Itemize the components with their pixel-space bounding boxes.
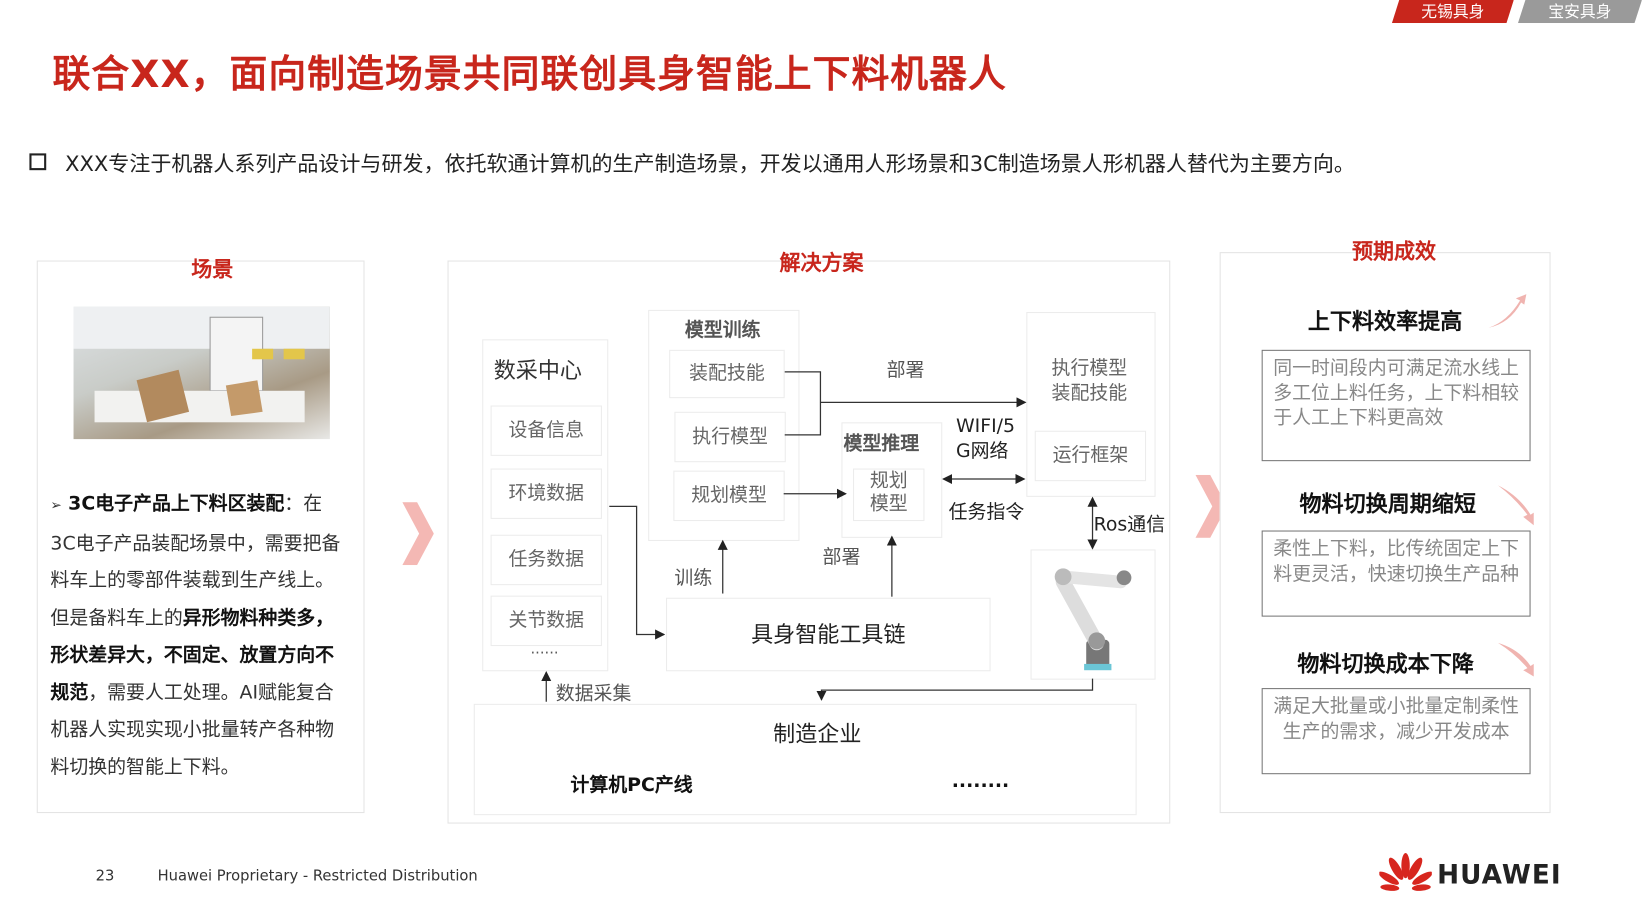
trend-down-arrow-icon xyxy=(1498,485,1534,526)
data-collect-label: 数据采集 xyxy=(555,682,632,705)
training-assembly-skill: 装配技能 xyxy=(669,349,785,399)
trend-up-arrow-icon xyxy=(1488,294,1527,328)
scene-title: 场景 xyxy=(191,256,234,282)
arrow-bullet-icon: ➢ xyxy=(50,497,62,514)
ros-label: Ros通信 xyxy=(1093,513,1166,536)
data-item-environment: 环境数据 xyxy=(490,468,602,519)
huawei-logo-icon xyxy=(1379,853,1432,891)
result-heading-cycle: 物料切换周期缩短 xyxy=(1299,491,1476,517)
trend-down-arrow-icon xyxy=(1498,642,1534,677)
robot-arm-box xyxy=(1030,549,1156,680)
network-label: WIFI/5 G网络 xyxy=(955,414,1016,463)
intro-text: XXX专注于机器人系列产品设计与研发，依托软通计算机的生产制造场景，开发以通用人… xyxy=(65,151,1355,177)
model-training-title: 模型训练 xyxy=(684,319,761,342)
square-bullet-icon xyxy=(29,153,47,171)
inference-planning-model: 规划 模型 xyxy=(853,468,925,522)
robot-arm-icon xyxy=(1054,568,1132,671)
task-command-label: 任务指令 xyxy=(948,501,1025,524)
slide-title: 联合XX，面向制造场景共同联创具身智能上下料机器人 xyxy=(52,53,1007,97)
model-inference-title: 模型推理 xyxy=(843,432,920,455)
solution-title: 解决方案 xyxy=(779,250,864,276)
page-number: 23 xyxy=(95,867,115,885)
enterprise-box xyxy=(473,703,1137,816)
result-text-efficiency: 同一时间段内可满足流水线上多工位上料任务，上下料相较于人工上下料更高效 xyxy=(1261,349,1531,462)
huawei-wordmark: HUAWEI xyxy=(1437,859,1562,890)
factory-robot-photo-icon xyxy=(73,306,330,423)
footer-notice: Huawei Proprietary - Restricted Distribu… xyxy=(157,867,478,885)
enterprise-pc-line: 计算机PC产线 xyxy=(570,774,693,797)
data-item-task: 任务数据 xyxy=(490,534,602,586)
result-text-cycle: 柔性上下料，比传统固定上下料更灵活，快速切换生产品种 xyxy=(1261,530,1531,617)
results-panel xyxy=(1219,252,1551,814)
exec-runtime: 运行框架 xyxy=(1034,430,1147,482)
result-heading-cost: 物料切换成本下降 xyxy=(1297,651,1474,677)
toolchain-box: 具身智能工具链 xyxy=(666,597,991,672)
data-center-title: 数采中心 xyxy=(493,358,582,384)
scene-desc-bold-2: 异形物料种类多，形状差异大，不固定、放置方向不规范 xyxy=(50,606,335,704)
scene-desc-text-2: ，需要人工处理。AI赋能复合机器人实现实现小批量转产各种物料切换的智能上下料。 xyxy=(50,681,335,778)
scene-description: ➢ 3C电子产品上下料区装配：在3C电子产品装配场景中，需要把备料车上的零部件装载… xyxy=(50,485,344,785)
tab-baoan[interactable]: 宝安具身 xyxy=(1517,0,1642,24)
enterprise-more: ........ xyxy=(951,770,1010,793)
result-heading-efficiency: 上下料效率提高 xyxy=(1307,308,1463,335)
chevron-right-icon xyxy=(402,502,434,566)
scene-photo xyxy=(73,306,330,440)
training-exec-model: 执行模型 xyxy=(674,411,786,463)
deploy-label-top: 部署 xyxy=(886,359,925,382)
enterprise-title: 制造企业 xyxy=(773,721,862,747)
training-planning-model: 规划模型 xyxy=(673,470,785,522)
data-item-joint: 关节数据 xyxy=(490,595,602,647)
results-title: 预期成效 xyxy=(1351,238,1437,264)
tab-wuxi[interactable]: 无锡具身 xyxy=(1391,0,1514,24)
deploy-label-bottom: 部署 xyxy=(822,546,861,569)
scene-desc-text-1: ：在3C电子产品装配场景中，需要把备料车上的零部件装载到生产线上。但是备料车上的 xyxy=(50,492,341,629)
train-label: 训练 xyxy=(674,567,713,590)
result-text-cost: 满足大批量或小批量定制柔性生产的需求，减少开发成本 xyxy=(1261,688,1531,775)
data-item-device: 设备信息 xyxy=(490,405,602,456)
exec-title: 执行模型 装配技能 xyxy=(1051,357,1128,405)
scene-desc-bold-1: 3C电子产品上下料区装配 xyxy=(68,492,285,515)
data-more: ...... xyxy=(530,640,559,658)
